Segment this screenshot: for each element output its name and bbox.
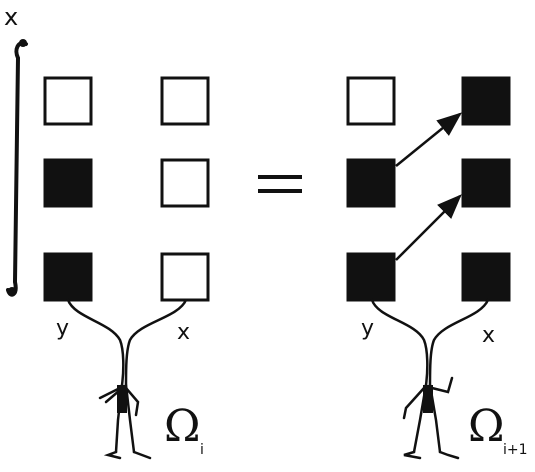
left-column-label-x: x — [177, 320, 191, 345]
left-square-x-row2 — [160, 158, 210, 208]
left-square-x-row1 — [160, 76, 210, 126]
right-operator-subscript: i+1 — [503, 442, 528, 458]
left-operator-omega: Ω — [164, 401, 201, 452]
right-square-x-row2 — [461, 158, 511, 208]
left-column-label-y: y — [56, 316, 70, 341]
right-column-label-y: y — [361, 316, 375, 341]
left-square-y-row1 — [43, 76, 93, 126]
right-column-label-x: x — [482, 323, 496, 348]
integral-sign — [6, 41, 28, 297]
right-square-x-row3 — [461, 252, 511, 302]
right-square-y-row2 — [346, 158, 396, 208]
right-grid — [346, 76, 511, 302]
left-person — [66, 298, 188, 460]
right-person — [370, 298, 490, 460]
left-square-x-row3 — [160, 252, 210, 302]
integral-bottom-dot — [8, 287, 16, 295]
integral-upper-limit: x — [4, 3, 19, 31]
left-grid — [43, 76, 210, 302]
right-square-y-row3 — [346, 252, 396, 302]
left-square-y-row2 — [43, 158, 93, 208]
left-square-y-row3 — [43, 252, 93, 302]
transition-arrow-2 — [395, 112, 462, 167]
right-arrows — [395, 112, 462, 261]
right-square-y-row1 — [346, 76, 396, 126]
equals-sign — [258, 175, 302, 193]
right-operator-omega: Ω — [468, 401, 505, 452]
right-square-x-row1 — [461, 76, 511, 126]
transition-arrow-1 — [395, 194, 462, 261]
integral-top-dot — [19, 39, 27, 47]
left-operator-subscript: i — [200, 442, 204, 458]
